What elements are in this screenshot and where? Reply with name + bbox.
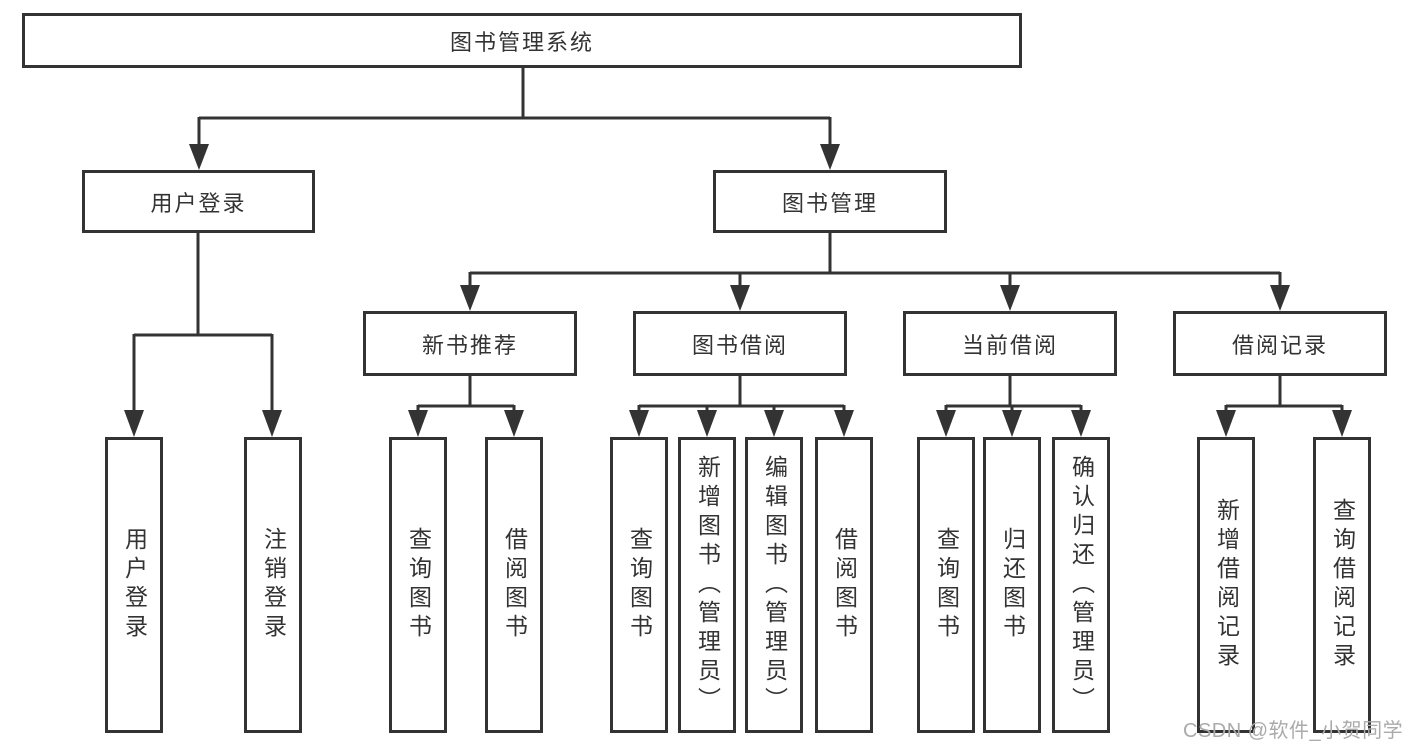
node-book-borrowing: 图书借阅 <box>633 311 847 376</box>
node-label: 注销登录 <box>260 527 287 643</box>
node-label: 新增借阅记录 <box>1213 498 1240 672</box>
node-label: 借阅记录 <box>1231 332 1328 358</box>
node-label: 借阅图书 <box>831 527 858 643</box>
node-user-login: 用户登录 <box>82 170 315 233</box>
node-book-management: 图书管理 <box>713 170 947 233</box>
leaf-records-query-record: 查询借阅记录 <box>1313 437 1371 733</box>
leaf-newrec-borrow-books: 借阅图书 <box>485 437 543 733</box>
node-label: 新增图书（管理员） <box>694 454 721 716</box>
leaf-records-add-record: 新增借阅记录 <box>1197 437 1255 733</box>
node-library-management-system: 图书管理系统 <box>22 13 1022 68</box>
node-label: 用户登录 <box>121 527 148 643</box>
leaf-borrow-edit-books-admin: 编辑图书（管理员） <box>745 437 803 733</box>
node-label: 查询图书 <box>405 527 432 643</box>
csdn-watermark: CSDN @软件_小贺同学 <box>1183 720 1404 742</box>
node-label: 图书借阅 <box>691 332 788 358</box>
node-borrowing-records: 借阅记录 <box>1173 311 1387 376</box>
leaf-borrow-query-books: 查询图书 <box>610 437 668 733</box>
node-label: 借阅图书 <box>501 527 528 643</box>
leaf-logout: 注销登录 <box>244 437 302 733</box>
node-current-borrowing: 当前借阅 <box>903 311 1117 376</box>
node-new-book-recommendation: 新书推荐 <box>363 311 577 376</box>
node-label: 编辑图书（管理员） <box>761 454 788 716</box>
node-label: 查询图书 <box>626 527 653 643</box>
node-label: 用户登录 <box>150 190 247 216</box>
leaf-current-return-books: 归还图书 <box>983 437 1041 733</box>
leaf-current-query-books: 查询图书 <box>917 437 975 733</box>
node-label: 新书推荐 <box>421 332 518 358</box>
node-label: 查询图书 <box>933 527 960 643</box>
node-label: 查询借阅记录 <box>1329 498 1356 672</box>
leaf-borrow-add-books-admin: 新增图书（管理员） <box>678 437 736 733</box>
leaf-borrow-borrow-books: 借阅图书 <box>815 437 873 733</box>
leaf-current-confirm-return-admin: 确认归还（管理员） <box>1052 437 1110 733</box>
leaf-user-login: 用户登录 <box>105 437 163 733</box>
leaf-newrec-query-books: 查询图书 <box>389 437 447 733</box>
node-label: 当前借阅 <box>961 332 1058 358</box>
node-label: 图书管理系统 <box>449 29 594 55</box>
node-label: 图书管理 <box>781 190 878 216</box>
node-label: 确认归还（管理员） <box>1068 454 1095 716</box>
node-label: 归还图书 <box>999 527 1026 643</box>
